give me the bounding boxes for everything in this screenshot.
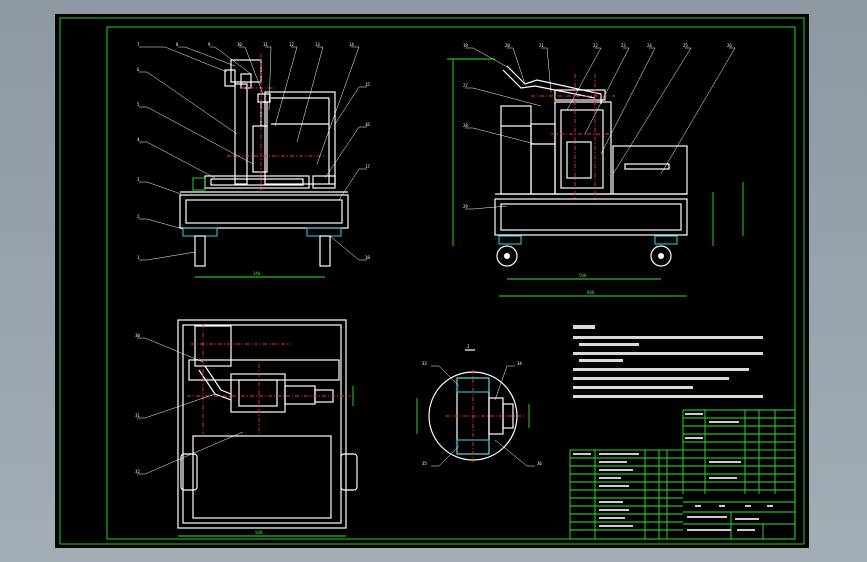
svg-text:500: 500 — [579, 273, 587, 278]
callout-label: 24 — [647, 43, 652, 48]
callout-label: 21 — [539, 43, 544, 48]
callout-label: 10 — [237, 42, 242, 47]
callout-label: 20 — [505, 43, 510, 48]
callout-label: 36 — [537, 461, 542, 466]
callout-label: 22 — [593, 43, 598, 48]
callout-label: 29 — [463, 204, 468, 209]
callout-label: 35 — [422, 461, 427, 466]
callout-label: 30 — [135, 333, 140, 338]
callout-label: 4 — [137, 137, 140, 142]
callout-label: 27 — [463, 83, 468, 88]
drawing-canvas: 340 — [59, 17, 805, 545]
section-label: I — [467, 344, 470, 349]
callout-label: 1 — [137, 255, 140, 260]
callout-label: 16 — [365, 122, 370, 127]
callout-label: 28 — [463, 123, 468, 128]
side-view: 500 800 19 20 — [447, 43, 744, 297]
callout-label: 26 — [727, 43, 732, 48]
svg-text:500: 500 — [255, 530, 263, 535]
inner-border — [106, 26, 796, 540]
callout-label: 31 — [135, 413, 140, 418]
callout-label: 8 — [176, 42, 179, 47]
callout-label: 12 — [289, 42, 294, 47]
front-view: 340 — [137, 42, 370, 278]
callout-label: 14 — [349, 42, 354, 47]
callout-label: 9 — [208, 42, 211, 47]
callout-label: 13 — [315, 42, 320, 47]
outer-border — [59, 17, 805, 545]
callout-label: 34 — [517, 361, 522, 366]
callout-label: 2 — [137, 214, 140, 219]
callout-label: 23 — [621, 43, 626, 48]
callout-label: 25 — [683, 43, 688, 48]
title-block — [569, 409, 796, 540]
callout-label: 19 — [463, 43, 468, 48]
callout-label: 18 — [365, 255, 370, 260]
detail-view: I 33 34 35 — [416, 344, 542, 467]
callout-label: 5 — [137, 102, 140, 107]
callout-label: 7 — [137, 42, 140, 47]
callout-label: 15 — [365, 82, 370, 87]
callout-label: 17 — [365, 164, 370, 169]
callout-label: 6 — [137, 67, 140, 72]
svg-text:800: 800 — [587, 290, 595, 295]
callout-label: 3 — [137, 177, 140, 182]
drawing-sheet: 340 — [55, 14, 809, 548]
top-view: 500 30 31 32 — [135, 319, 358, 537]
callout-label: 33 — [422, 361, 427, 366]
technical-notes — [573, 325, 763, 398]
callout-label: 32 — [135, 469, 140, 474]
callout-label: 11 — [263, 42, 268, 47]
svg-text:340: 340 — [253, 271, 261, 276]
